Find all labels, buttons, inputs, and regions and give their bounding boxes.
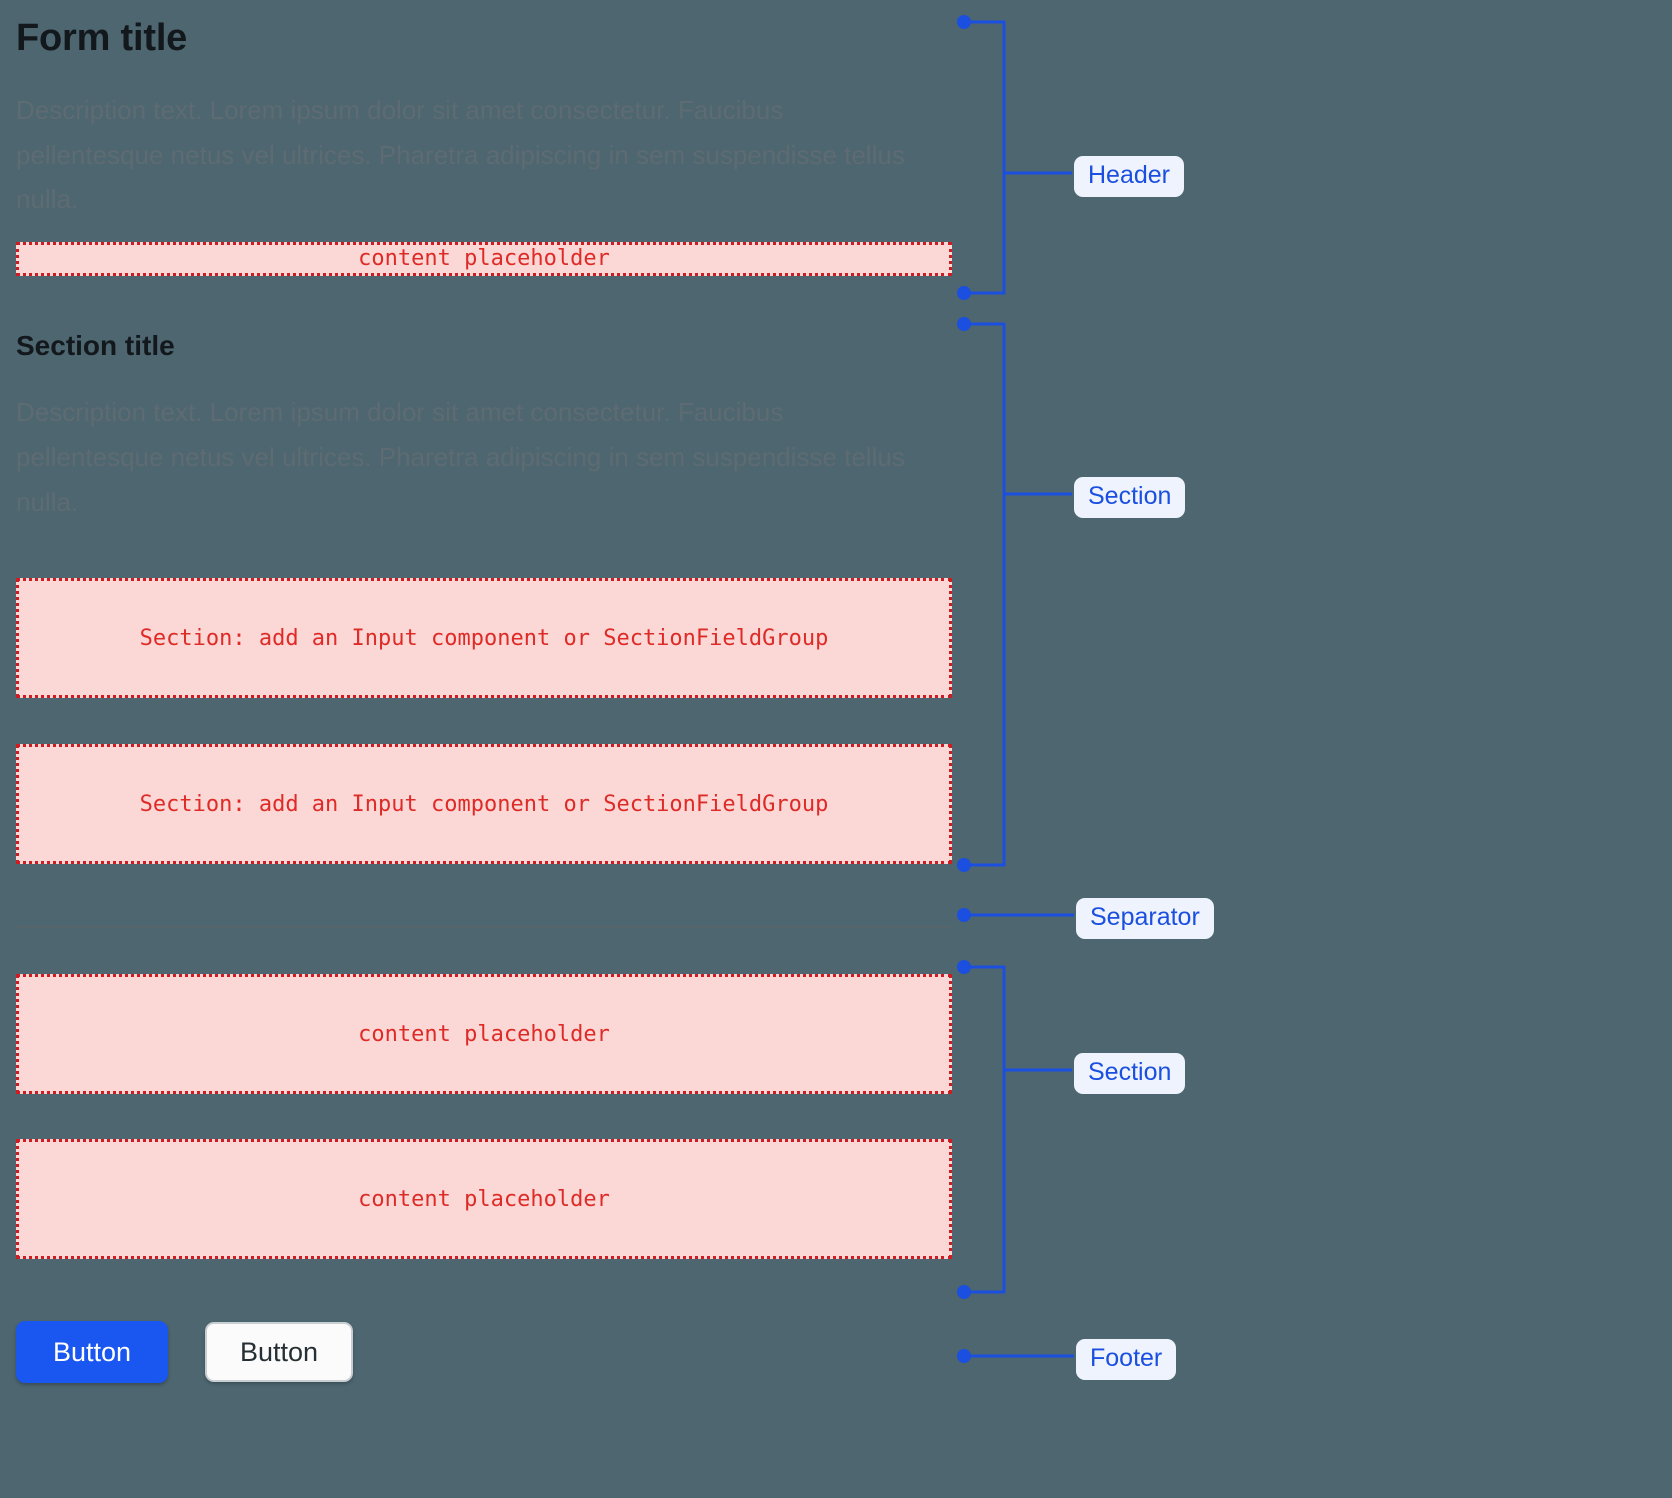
header-bracket	[964, 20, 1006, 295]
form-section-2: content placeholder content placeholder	[16, 974, 952, 1260]
annotation-label-footer[interactable]: Footer	[1076, 1339, 1177, 1380]
primary-button[interactable]: Button	[16, 1321, 168, 1384]
section-description: Description text. Lorem ipsum dolor sit …	[16, 397, 905, 517]
anchor-dot-section2-bottom	[957, 1285, 971, 1299]
annotation-label-header[interactable]: Header	[1074, 156, 1184, 197]
section2-content-placeholder-2: content placeholder	[16, 1139, 952, 1260]
form-title: Form title	[16, 17, 188, 59]
anchor-dot-separator	[957, 908, 971, 922]
secondary-button[interactable]: Button	[205, 1322, 353, 1383]
section2-content-placeholder-1: content placeholder	[16, 974, 952, 1095]
form-description: Description text. Lorem ipsum dolor sit …	[16, 94, 905, 215]
form-section-1: Section title Description text. Lorem ip…	[16, 329, 952, 865]
section2-bracket	[964, 965, 1006, 1294]
anchor-dot-footer	[957, 1349, 971, 1363]
form-header: Form title Description text. Lorem ipsum…	[16, 17, 952, 276]
separator	[16, 926, 952, 929]
anchor-dot-section1-bottom	[957, 858, 971, 872]
form-container: Form title Description text. Lorem ipsum…	[16, 17, 952, 1384]
anchor-dot-header-top	[957, 15, 971, 29]
annotation-label-section-1[interactable]: Section	[1074, 477, 1186, 518]
header-content-placeholder: content placeholder	[16, 241, 952, 276]
annotation-label-separator[interactable]: Separator	[1076, 898, 1214, 939]
form-footer: Button Button	[16, 1321, 952, 1384]
section-field-placeholder-2: Section: add an Input component or Secti…	[16, 744, 952, 865]
section-field-placeholder-1: Section: add an Input component or Secti…	[16, 578, 952, 699]
section1-bracket	[964, 322, 1006, 867]
annotation-label-section-2[interactable]: Section	[1074, 1053, 1186, 1094]
section-title: Section title	[16, 329, 175, 361]
anchor-dot-header-bottom	[957, 286, 971, 300]
anchor-dot-section1-top	[957, 317, 971, 331]
anchor-dot-section2-top	[957, 960, 971, 974]
